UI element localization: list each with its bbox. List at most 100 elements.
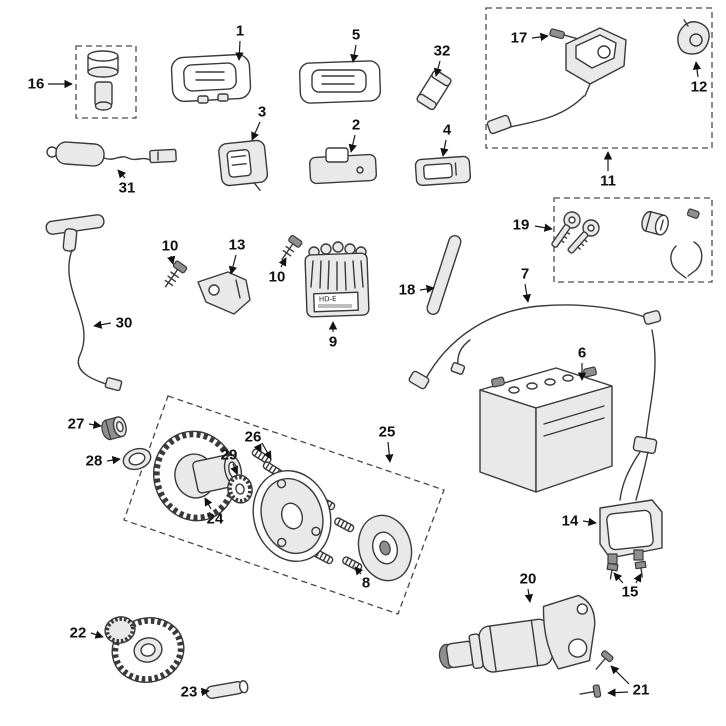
leader-10-b: [278, 257, 287, 268]
leader-10-a: [167, 255, 176, 265]
callout-22: 22: [70, 625, 87, 642]
callout-32: 32: [434, 43, 451, 60]
callout-30: 30: [116, 315, 133, 332]
leader-5: [350, 44, 359, 63]
callout-9: 9: [329, 334, 337, 351]
regulator-part-number-bar: [318, 304, 352, 308]
callout-13: 13: [229, 237, 246, 254]
part-1-illustration: [170, 53, 252, 104]
part-12-illustration: [677, 19, 710, 55]
callout-15: 15: [622, 584, 639, 601]
callout-17: 17: [511, 30, 528, 47]
clutch-plate: [357, 514, 413, 582]
callout-29: 29: [221, 447, 238, 464]
part-32-illustration: [416, 69, 452, 111]
ignition-switch-body: [565, 27, 627, 97]
callout-10-b: 10: [269, 269, 286, 286]
leader-29: [230, 463, 239, 475]
lock-cylinder: [641, 210, 669, 236]
leader-28: [106, 455, 121, 465]
ignition-switch-cable: [505, 95, 585, 129]
callout-16: 16: [28, 76, 45, 93]
part-15-bolts: [606, 560, 647, 580]
callout-31: 31: [119, 180, 136, 197]
battery-terminal: [491, 376, 505, 388]
ignition-cable-connector: [486, 114, 512, 135]
leader-21-1: [607, 688, 629, 697]
leader-7: [522, 283, 531, 303]
callout-20: 20: [520, 571, 537, 588]
leader-19: [534, 223, 553, 232]
part-27-illustration: [101, 416, 127, 441]
leader-12: [692, 61, 702, 78]
callout-14: 14: [562, 513, 579, 530]
callout-10-a: 10: [162, 238, 179, 255]
leader-20: [524, 588, 534, 603]
part-16-illustration: [87, 50, 119, 111]
part-9-illustration: HD-E: [304, 241, 370, 318]
leader-18: [419, 284, 435, 294]
part-20-illustration: [438, 594, 596, 673]
callout-26: 26: [245, 429, 262, 446]
part-17-screw: [549, 28, 578, 40]
key-icon: [551, 211, 581, 248]
leader-23: [200, 687, 210, 697]
part-29-illustration: [227, 474, 253, 504]
part-5-illustration: [298, 60, 382, 104]
leader-3: [251, 121, 261, 141]
callout-4: 4: [443, 122, 452, 139]
part-22-illustration: [104, 616, 185, 683]
clutch-drum: [252, 470, 332, 562]
leader-1: [235, 40, 244, 61]
callout-24: 24: [207, 511, 224, 528]
callout-5: 5: [352, 27, 360, 44]
leader-8: [354, 566, 364, 576]
leader-15-1: [633, 573, 642, 584]
callout-28: 28: [86, 453, 103, 470]
callout-6: 6: [578, 345, 586, 362]
part-21-screws: [579, 650, 614, 698]
callout-2: 2: [352, 117, 360, 134]
callout-7: 7: [521, 266, 529, 283]
leader-24: [204, 497, 213, 510]
part-10-screw-a: [164, 260, 188, 288]
leader-26-1: [261, 442, 272, 460]
part-4-illustration: [414, 155, 472, 187]
part-31-illustration: [46, 141, 177, 167]
part-18-illustration: [426, 235, 462, 315]
part-7-illustration: [408, 304, 662, 390]
part-23-illustration: [205, 680, 249, 699]
leader-15: [613, 572, 624, 584]
clutch-assembly-group-box: [123, 395, 445, 615]
callout-18: 18: [399, 282, 416, 299]
part-3-illustration: [218, 139, 269, 192]
callout-19: 19: [513, 217, 530, 234]
leader-30: [93, 320, 112, 329]
key-icon: [567, 219, 600, 254]
leader-22: [90, 630, 104, 639]
leader-4: [440, 139, 449, 157]
retainer-clip: [670, 241, 703, 279]
part-6-illustration: [479, 366, 613, 493]
regulator-label: HD-E: [319, 295, 337, 304]
part-10-screw-b: [281, 234, 303, 261]
part-13-illustration: [197, 271, 251, 315]
leader-2: [348, 134, 357, 153]
leader-17: [531, 32, 549, 42]
leader-25: [385, 441, 394, 463]
relay-terminal: [607, 553, 618, 565]
part-30-illustration: [45, 214, 123, 392]
callout-11: 11: [600, 173, 616, 190]
leader-31: [117, 169, 127, 179]
clutch-spring: [334, 517, 355, 533]
part-14-illustration: [599, 329, 663, 565]
leader-13: [228, 254, 237, 275]
callout-25: 25: [379, 424, 396, 441]
callout-1: 1: [236, 23, 244, 40]
callout-27: 27: [68, 416, 85, 433]
part-16-group-box: [75, 45, 137, 119]
ignition-switch-group-box: [485, 7, 713, 149]
